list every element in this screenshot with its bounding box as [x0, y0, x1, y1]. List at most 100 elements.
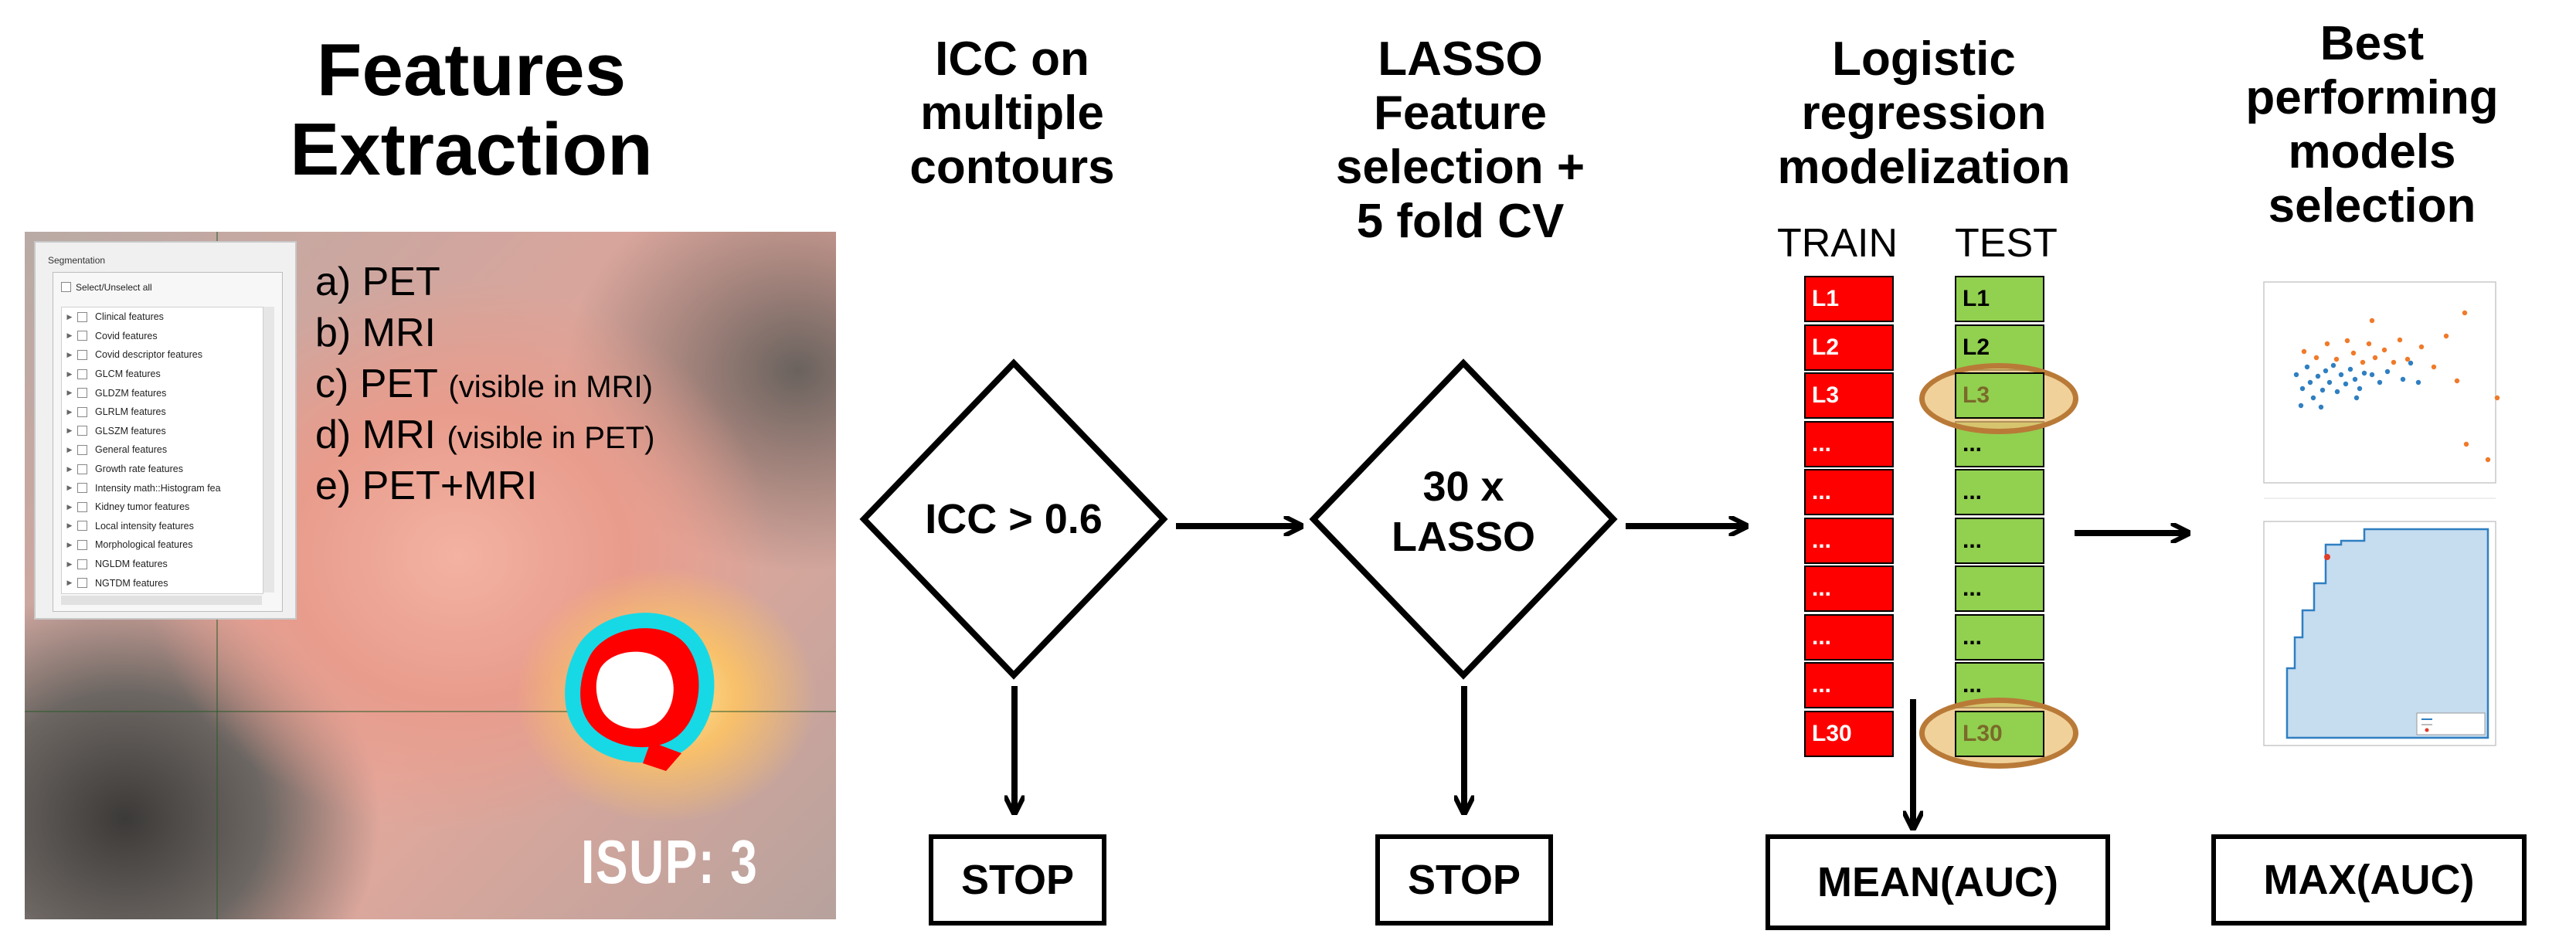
feature-list-item[interactable]: ▶Covid descriptor features	[62, 345, 263, 365]
feature-list-item[interactable]: ▶ Morphological features	[62, 535, 263, 555]
feature-list-item[interactable]: ▶Clinical features	[62, 307, 263, 327]
vertical-scrollbar[interactable]	[263, 307, 274, 593]
scatter-point-orange	[2462, 310, 2468, 316]
scatter-point-orange	[2301, 348, 2307, 355]
scatter-point-orange	[2443, 333, 2449, 339]
feature-list-item[interactable]: ▶ GLRLM features	[62, 402, 263, 422]
scatter-point-orange	[2333, 356, 2340, 362]
scatter-point-blue	[2338, 372, 2344, 378]
expand-arrow-icon[interactable]: ▶	[66, 369, 73, 378]
modality-item: c) PET (visible in MRI)	[315, 360, 654, 411]
modality-item: e) PET+MRI	[315, 462, 654, 513]
feature-list-item[interactable]: ▶Covid features	[62, 327, 263, 346]
scatter-point-blue	[2304, 364, 2310, 370]
scatter-point-blue	[2299, 385, 2306, 392]
scatter-point-blue	[2352, 376, 2358, 382]
feature-list-item[interactable]: ▶ NGTDM features	[62, 573, 263, 593]
train-cell: L2	[1804, 324, 1894, 371]
train-cell: ...	[1804, 566, 1894, 612]
expand-arrow-icon[interactable]: ▶	[66, 350, 73, 358]
expand-arrow-icon[interactable]: ▶	[66, 484, 73, 492]
feature-label: Morphological features	[95, 539, 193, 551]
expand-arrow-icon[interactable]: ▶	[66, 464, 73, 473]
checkbox-icon[interactable]	[77, 406, 87, 417]
feature-label: NGTDM features	[95, 577, 168, 589]
checkbox-icon[interactable]	[77, 331, 87, 341]
expand-arrow-icon[interactable]: ▶	[66, 579, 73, 587]
feature-list-item[interactable]: ▶GLSZM features	[62, 422, 263, 441]
train-cell: ...	[1804, 469, 1894, 515]
checkbox-icon[interactable]	[77, 369, 87, 379]
feature-label: Kidney tumor features	[95, 501, 190, 513]
feature-label: GLRLM features	[95, 406, 166, 418]
scatter-point-orange	[2454, 378, 2460, 384]
expand-arrow-icon[interactable]: ▶	[66, 331, 73, 340]
title-line: Logistic	[1832, 32, 2016, 86]
expand-arrow-icon[interactable]: ▶	[66, 445, 73, 453]
title-line: regression	[1801, 87, 2047, 141]
checkbox-icon[interactable]	[77, 311, 87, 322]
expand-arrow-icon[interactable]: ▶	[66, 540, 73, 549]
horizontal-scrollbar[interactable]	[61, 596, 262, 605]
expand-arrow-icon[interactable]: ▶	[66, 559, 73, 568]
roc-plot	[2263, 521, 2496, 746]
checkbox-icon	[61, 282, 71, 292]
expand-arrow-icon[interactable]: ▶	[66, 426, 73, 435]
checkbox-icon[interactable]	[77, 444, 87, 455]
feature-list-item[interactable]: ▶ Kidney tumor features	[62, 498, 263, 517]
scatter-point-orange	[2463, 441, 2469, 447]
test-cell: ...	[1955, 469, 2044, 515]
expand-arrow-icon[interactable]: ▶	[66, 521, 73, 530]
model-plots	[2263, 281, 2500, 746]
scatter-point-orange	[2344, 338, 2350, 344]
expand-arrow-icon[interactable]: ▶	[66, 407, 73, 416]
feature-list-item[interactable]: ▶GLDZM features	[62, 383, 263, 402]
scatter-point-blue	[2357, 385, 2363, 392]
feature-list-item[interactable]: ▶Intensity math::Histogram fea	[62, 478, 263, 498]
expand-arrow-icon[interactable]: ▶	[66, 312, 73, 321]
train-cell: ...	[1804, 613, 1894, 661]
scatter-point-blue	[2330, 362, 2336, 369]
scatter-point-orange	[2366, 341, 2372, 347]
feature-list-item[interactable]: ▶General features	[62, 440, 263, 460]
scatter-point-blue	[2318, 404, 2324, 410]
panel-frame: Select/Unselect all ▶Clinical features▶C…	[53, 272, 283, 612]
scatter-point-blue	[2323, 368, 2329, 374]
scatter-point-blue	[2326, 379, 2333, 385]
modality-text: e) PET+MRI	[315, 464, 538, 508]
scatter-point-blue	[2347, 366, 2353, 372]
scatter-point-blue	[2315, 373, 2321, 379]
checkbox-icon[interactable]	[77, 388, 87, 399]
title-line: ICC on	[935, 32, 1089, 86]
feature-list-item[interactable]: ▶ Growth rate features	[62, 460, 263, 479]
checkbox-icon[interactable]	[77, 559, 87, 569]
feature-list-item[interactable]: ▶ GLCM features	[62, 365, 263, 384]
select-all-checkbox[interactable]: Select/Unselect all	[61, 282, 152, 293]
scatter-point-blue	[2361, 370, 2367, 376]
train-cell: L30	[1804, 710, 1894, 757]
checkbox-icon[interactable]	[77, 521, 87, 532]
feature-list-item[interactable]: ▶NGLDM features	[62, 555, 263, 574]
checkbox-icon[interactable]	[77, 464, 87, 474]
expand-arrow-icon[interactable]: ▶	[66, 389, 73, 397]
feature-label: Growth rate features	[95, 464, 183, 475]
feature-list-item[interactable]: ▶Local intensity features	[62, 517, 263, 536]
expand-arrow-icon[interactable]: ▶	[66, 502, 73, 511]
feature-label: GLCM features	[95, 369, 161, 380]
features-extraction-title: Features Extraction	[193, 30, 749, 189]
checkbox-icon[interactable]	[77, 426, 87, 436]
scatter-point-blue	[2369, 372, 2375, 378]
scatter-point-blue	[2384, 369, 2391, 375]
checkbox-icon[interactable]	[77, 349, 87, 360]
checkbox-icon[interactable]	[77, 483, 87, 494]
title-line: performing	[2245, 71, 2499, 125]
contour-overlay	[565, 613, 715, 771]
checkbox-icon[interactable]	[77, 539, 87, 550]
test-cell: L30	[1955, 710, 2044, 757]
scatter-point-blue	[2319, 387, 2326, 393]
checkbox-icon[interactable]	[77, 578, 87, 589]
modality-text: b) MRI	[315, 311, 436, 355]
scatter-point-blue	[2377, 379, 2383, 385]
checkbox-icon[interactable]	[77, 501, 87, 512]
